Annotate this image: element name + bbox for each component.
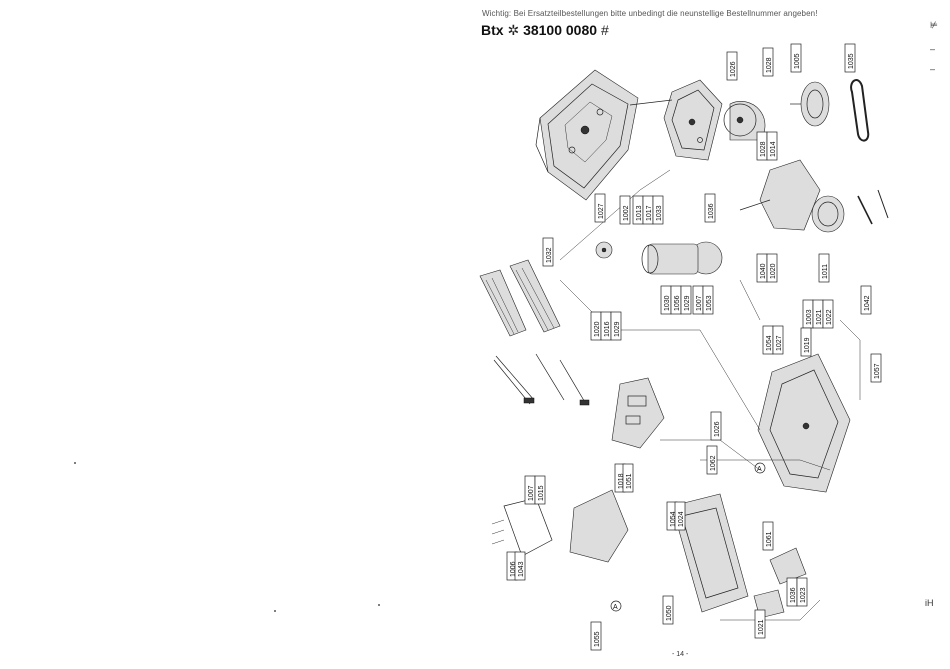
flywheel-part xyxy=(723,101,766,141)
center-bracket xyxy=(611,377,665,449)
part-labels: 1026 1028 1005 1035 1028 1014 1036 1032 … xyxy=(506,43,882,651)
part-label: 1018 xyxy=(618,473,625,489)
part-label: 1027 xyxy=(598,203,605,219)
btx-star-icon: ✲ xyxy=(507,22,520,38)
wire-harnesses xyxy=(493,353,590,406)
part-label: 1016 xyxy=(604,321,611,337)
part-label: 1020 xyxy=(594,321,601,337)
part-label: 1003 xyxy=(806,309,813,325)
part-label: 1026 xyxy=(730,61,737,77)
pulley-part xyxy=(790,81,830,127)
part-label: 1056 xyxy=(674,295,681,311)
hash-icon: # xyxy=(600,22,609,38)
part-label: 1030 xyxy=(664,295,671,311)
part-label: 1054 xyxy=(766,335,773,351)
part-label: 1007 xyxy=(528,485,535,501)
part-label: 1005 xyxy=(794,53,801,69)
header-note: Wichtig: Bei Ersatzteilbestellungen bitt… xyxy=(482,9,818,18)
reference-markers: A A xyxy=(610,462,766,612)
part-label: 1040 xyxy=(760,263,767,279)
part-label: 1028 xyxy=(766,57,773,73)
part-label: 1017 xyxy=(646,205,653,221)
margin-tick-2: – xyxy=(930,64,936,74)
marker-a: A xyxy=(757,466,762,473)
stray-dot xyxy=(378,604,380,606)
small-gear xyxy=(595,241,613,259)
btx-label: Btx xyxy=(481,22,504,38)
part-label: 1050 xyxy=(666,605,673,621)
margin-mark-bottom: iH xyxy=(925,598,934,608)
part-label: 1054 xyxy=(670,511,677,527)
part-label: 1042 xyxy=(864,295,871,311)
order-number: 38100 0080 xyxy=(523,22,598,38)
part-label: 1062 xyxy=(710,455,717,471)
part-label: 1014 xyxy=(770,141,777,157)
head-block xyxy=(757,353,851,493)
part-label: 1051 xyxy=(626,473,633,489)
part-label: 1022 xyxy=(826,309,833,325)
part-label: 1033 xyxy=(656,205,663,221)
motor-assembly xyxy=(739,159,845,233)
margin-mark-top: ⊭ xyxy=(930,20,938,30)
guide-rods xyxy=(857,189,889,225)
part-label: 1029 xyxy=(614,321,621,337)
part-label: 1006 xyxy=(510,561,517,577)
part-label: 1057 xyxy=(874,363,881,379)
margin-tick-1: – xyxy=(930,44,936,54)
part-label: 1020 xyxy=(770,263,777,279)
lower-bracket xyxy=(491,489,629,563)
drive-belt xyxy=(850,79,870,142)
motor-cylinder xyxy=(641,241,723,275)
part-label: 1002 xyxy=(623,205,630,221)
part-label: 1043 xyxy=(518,561,525,577)
part-label: 1029 xyxy=(684,295,691,311)
part-label: 1027 xyxy=(776,335,783,351)
part-label: 1013 xyxy=(636,205,643,221)
part-label: 1053 xyxy=(706,295,713,311)
mechanism-plate xyxy=(629,79,723,161)
marker-a: A xyxy=(613,604,618,611)
part-label: 1036 xyxy=(790,587,797,603)
part-label: 1036 xyxy=(708,203,715,219)
chassis-plate xyxy=(535,69,639,201)
part-label: 1032 xyxy=(546,247,553,263)
part-label: 1055 xyxy=(594,631,601,647)
page-number: - 14 - xyxy=(672,651,689,658)
part-label: 1061 xyxy=(766,531,773,547)
part-label: 1023 xyxy=(800,587,807,603)
part-label: 1028 xyxy=(760,141,767,157)
cassette-frame xyxy=(671,493,749,613)
part-label: 1011 xyxy=(822,264,829,279)
part-label: 1026 xyxy=(714,421,721,437)
part-label: 1035 xyxy=(848,53,855,69)
btx-order-line: Btx ✲ 38100 0080 # xyxy=(481,22,609,39)
stray-dot xyxy=(274,610,276,612)
part-label: 1007 xyxy=(696,295,703,311)
part-label: 1019 xyxy=(804,337,811,353)
stray-dot xyxy=(74,462,76,464)
part-label: 1021 xyxy=(816,309,823,325)
part-label: 1015 xyxy=(538,485,545,501)
part-label: 1021 xyxy=(758,619,765,635)
ribbon-cables xyxy=(479,259,561,337)
part-label: 1024 xyxy=(678,511,685,527)
